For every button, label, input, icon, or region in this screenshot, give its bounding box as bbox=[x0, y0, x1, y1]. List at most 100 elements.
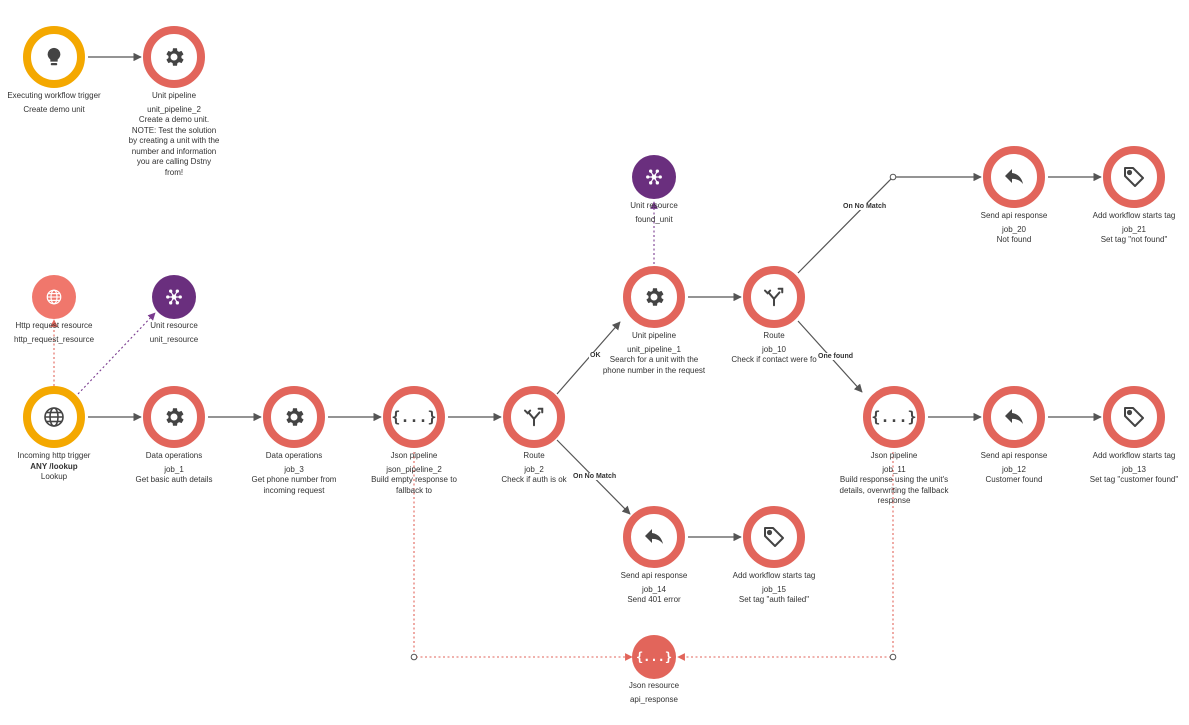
node-description: Check if contact were fo bbox=[731, 355, 817, 364]
node-description: Lookup bbox=[40, 472, 68, 481]
gear-icon bbox=[646, 288, 664, 306]
node-description: Set tag "customer found" bbox=[1089, 475, 1179, 484]
globe-icon bbox=[44, 407, 64, 427]
node-description: Get basic auth details bbox=[135, 475, 213, 484]
node-description: Create a demo unit. NOTE: Test the solut… bbox=[128, 115, 220, 177]
edge-junction-dot bbox=[889, 173, 897, 181]
tag-icon bbox=[1124, 407, 1144, 427]
edge-junction-dot bbox=[889, 653, 897, 661]
node-description: Get phone number from incoming request bbox=[251, 475, 337, 495]
tag-icon bbox=[764, 527, 784, 547]
edge-label-ok: OK bbox=[589, 352, 602, 359]
node-description: Send 401 error bbox=[627, 595, 681, 604]
node-description: Customer found bbox=[985, 475, 1043, 484]
node-id: job_3 bbox=[284, 464, 304, 474]
edge-job-11-to-api-response bbox=[677, 452, 894, 661]
network-hub-icon bbox=[166, 289, 182, 305]
resource-circle[interactable]: {...} bbox=[632, 635, 676, 679]
node-type-label: Send api response bbox=[620, 571, 688, 580]
resource-circle[interactable] bbox=[632, 155, 676, 199]
gear-icon bbox=[166, 48, 184, 66]
edge-label-on-no-match: On No Match bbox=[572, 473, 618, 480]
node-type-label: Json pipeline bbox=[390, 451, 438, 460]
node-description: Create demo unit bbox=[23, 104, 85, 114]
node-id: found_unit bbox=[635, 214, 673, 224]
gear-icon bbox=[166, 408, 184, 426]
edge-label-one-found: One found bbox=[817, 353, 854, 360]
trigger-ring[interactable] bbox=[23, 386, 85, 448]
job-ring[interactable] bbox=[1103, 386, 1165, 448]
job-ring[interactable] bbox=[263, 386, 325, 448]
node-type-label: Add workflow starts tag bbox=[732, 571, 816, 580]
node-id: json_pipeline_2 bbox=[386, 464, 442, 474]
node-id: job_13 bbox=[1121, 464, 1147, 474]
gear-icon bbox=[286, 408, 304, 426]
reply-arrow-icon bbox=[1005, 409, 1023, 424]
node-type-label: Send api response bbox=[980, 211, 1048, 220]
job-ring[interactable] bbox=[143, 26, 205, 88]
node-type-label: Route bbox=[763, 331, 785, 340]
node-description: Set tag "auth failed" bbox=[738, 595, 810, 604]
node-type-label: Json resource bbox=[628, 681, 680, 690]
node-id: job_11 bbox=[882, 464, 906, 474]
node-type-label: Json pipeline bbox=[870, 451, 918, 460]
node-type-label: Route bbox=[523, 451, 545, 460]
route-split-icon bbox=[523, 407, 544, 427]
edge-junction-dot bbox=[410, 653, 418, 661]
job-ring[interactable] bbox=[1103, 146, 1165, 208]
node-id: job_15 bbox=[761, 584, 787, 594]
job-ring[interactable] bbox=[743, 266, 805, 328]
job-ring[interactable] bbox=[143, 386, 205, 448]
globe-icon bbox=[46, 289, 62, 305]
node-id: job_12 bbox=[1001, 464, 1027, 474]
tag-icon bbox=[1124, 167, 1144, 187]
lightbulb-icon bbox=[47, 47, 61, 66]
resource-circle[interactable] bbox=[152, 275, 196, 319]
node-type-label: Executing workflow trigger bbox=[7, 91, 101, 100]
route-split-icon bbox=[763, 287, 784, 307]
node-method: ANY /lookup bbox=[30, 461, 78, 471]
node-description: Build empty response to fallback to bbox=[371, 475, 457, 495]
node-id: unit_pipeline_1 bbox=[627, 344, 681, 354]
trigger-ring[interactable] bbox=[23, 26, 85, 88]
reply-arrow-icon bbox=[645, 529, 663, 544]
node-type-label: Data operations bbox=[265, 451, 323, 460]
resource-circle[interactable] bbox=[32, 275, 76, 319]
job-ring[interactable]: {...} bbox=[863, 386, 925, 448]
job-ring[interactable] bbox=[983, 146, 1045, 208]
node-description: Search for a unit with the phone number … bbox=[602, 355, 706, 375]
node-id: api_response bbox=[629, 694, 679, 704]
node-id: job_20 bbox=[1001, 224, 1027, 234]
node-id: job_1 bbox=[164, 464, 184, 474]
job-ring[interactable]: {...} bbox=[383, 386, 445, 448]
node-id: job_2 bbox=[524, 464, 544, 474]
node-type-label: Send api response bbox=[980, 451, 1048, 460]
node-id: job_14 bbox=[641, 584, 667, 594]
braces-icon: {...} bbox=[871, 408, 917, 426]
reply-arrow-icon bbox=[1005, 169, 1023, 184]
edge-label-on-no-match: On No Match bbox=[842, 203, 888, 210]
node-type-label: Http request resource bbox=[15, 321, 93, 330]
node-description: Not found bbox=[996, 235, 1032, 244]
node-type-label: Incoming http trigger bbox=[17, 451, 91, 460]
braces-icon: {...} bbox=[635, 650, 673, 664]
job-ring[interactable] bbox=[623, 506, 685, 568]
node-id: job_10 bbox=[761, 344, 787, 354]
node-type-label: Add workflow starts tag bbox=[1092, 211, 1176, 220]
node-description: Check if auth is ok bbox=[501, 475, 567, 484]
edge-trigger-http-to-unit-resource bbox=[77, 312, 156, 395]
job-ring[interactable] bbox=[503, 386, 565, 448]
job-ring[interactable] bbox=[983, 386, 1045, 448]
node-id: http_request_resource bbox=[13, 334, 95, 344]
node-type-label: Unit pipeline bbox=[151, 91, 197, 100]
node-type-label: Add workflow starts tag bbox=[1092, 451, 1176, 460]
node-type-label: Unit resource bbox=[630, 201, 678, 210]
node-description: Build response using the unit's details,… bbox=[839, 475, 949, 505]
node-id: unit_resource bbox=[149, 334, 199, 344]
job-ring[interactable] bbox=[623, 266, 685, 328]
job-ring[interactable] bbox=[743, 506, 805, 568]
node-description: Set tag "not found" bbox=[1100, 235, 1168, 244]
edge-json-pipeline-2-to-api-response bbox=[413, 452, 633, 661]
node-type-label: Unit resource bbox=[150, 321, 198, 330]
